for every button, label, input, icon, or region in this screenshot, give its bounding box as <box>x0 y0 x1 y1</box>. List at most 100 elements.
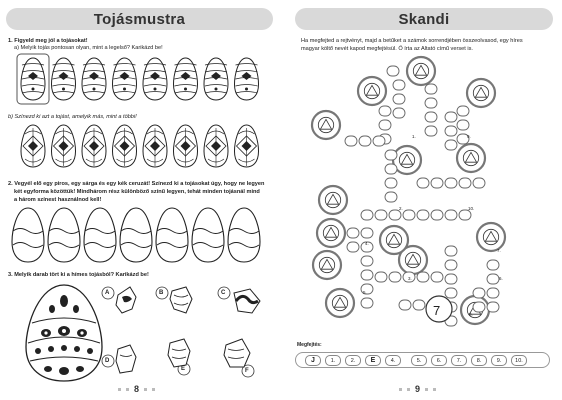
picture-clue <box>397 244 429 276</box>
answer-cell-4[interactable]: E <box>365 355 381 366</box>
option-f-label: F <box>245 368 249 374</box>
plain-egg <box>155 207 189 263</box>
answer-bubble <box>486 287 500 299</box>
answer-cell-11[interactable]: 10. <box>511 355 527 366</box>
answer-bubble <box>456 119 470 131</box>
answer-bubble <box>398 299 412 311</box>
answer-cell-1[interactable]: J <box>305 355 321 366</box>
picture-clue <box>311 249 343 281</box>
patterned-egg <box>20 124 46 168</box>
decorated-egg <box>81 57 107 101</box>
answer-strip <box>295 352 550 368</box>
intro-line1: Ha megfejted a rejtvényt, majd a betűket… <box>301 38 523 44</box>
picture-clue <box>356 75 388 107</box>
left-page: Tojásmustra 1. Figyeld meg jól a tojások… <box>6 8 273 394</box>
option-c-label: C <box>221 290 226 296</box>
board-number-8: 8. <box>469 312 473 317</box>
answer-bubble <box>444 273 458 285</box>
picture-clue <box>315 217 347 249</box>
task1-intro: 1. Figyeld meg jól a tojásokat! <box>8 38 88 44</box>
answer-cell-6[interactable]: 5. <box>411 355 427 366</box>
big-number-cell: 7 <box>433 303 441 318</box>
answer-bubble <box>360 209 374 221</box>
answer-cell-3[interactable]: 2. <box>345 355 361 366</box>
patterned-egg <box>203 124 229 168</box>
answer-bubble <box>378 105 392 117</box>
board-number-2: 2. <box>399 206 403 211</box>
answer-bubble <box>486 273 500 285</box>
option-d-label: D <box>105 358 110 364</box>
board-number-4: 4. <box>365 241 369 246</box>
answer-cell-8[interactable]: 7. <box>451 355 467 366</box>
answer-bubble <box>430 177 444 189</box>
fragment-pieces <box>101 286 261 378</box>
answer-bubble <box>472 301 486 313</box>
decorated-egg <box>20 57 46 101</box>
answer-bubble <box>374 209 388 221</box>
answer-cell-10[interactable]: 9. <box>491 355 507 366</box>
decorated-egg <box>50 57 77 101</box>
answer-bubble <box>388 209 402 221</box>
picture-clue <box>324 287 356 319</box>
answer-bubble <box>386 65 400 77</box>
big-number-circle <box>425 295 453 323</box>
option-f-circle <box>241 364 255 378</box>
picture-clue <box>405 55 437 87</box>
egg-row-b <box>20 124 260 168</box>
answer-bubble <box>360 297 374 309</box>
answer-cell-7[interactable]: 6. <box>431 355 447 366</box>
task3-instruction: 3. Melyik darab tört ki a hímes tojásból… <box>8 272 149 278</box>
answer-cell-2[interactable]: 1. <box>325 355 341 366</box>
plain-egg <box>47 207 81 263</box>
patterned-egg <box>111 124 138 168</box>
answer-bubble <box>416 271 430 283</box>
picture-clue <box>317 184 349 216</box>
answer-bubble <box>458 177 472 189</box>
task2-line3: a három színest használnod kell! <box>14 197 102 203</box>
answer-bubble <box>444 177 458 189</box>
answer-bubble <box>360 269 374 281</box>
answer-bubble <box>392 93 406 105</box>
option-c-circle <box>217 286 231 300</box>
answer-bubble <box>412 299 426 311</box>
answer-bubble <box>472 177 486 189</box>
answer-bubble <box>444 287 458 299</box>
picture-clue <box>455 142 487 174</box>
board-number-9: 9. <box>467 134 471 139</box>
board-number-6: 6. <box>499 276 503 281</box>
plain-egg <box>83 207 117 263</box>
right-page: Skandi Ha megfejted a rejtvényt, majd a … <box>281 0 562 400</box>
answer-bubble <box>392 107 406 119</box>
answer-cell-5[interactable]: 4. <box>385 355 401 366</box>
task2-line2: két egyforma közöttük! Mindhárom rész kü… <box>14 189 260 195</box>
answer-bubble <box>444 125 458 137</box>
board-number-1: 1. <box>412 134 416 139</box>
decorated-egg <box>233 57 260 101</box>
answer-bubble <box>444 209 458 221</box>
picture-clue <box>310 109 342 141</box>
plain-egg <box>191 207 225 263</box>
egg-row-plain <box>11 207 261 263</box>
answer-bubble <box>456 133 470 145</box>
board-number-5: 5. <box>363 290 367 295</box>
patterned-egg <box>50 124 77 168</box>
left-page-number-text: 8 <box>134 384 140 394</box>
answer-bubble <box>430 271 444 283</box>
patterned-egg <box>81 124 107 168</box>
right-page-number-text: 9 <box>415 384 421 394</box>
answer-bubble <box>402 209 416 221</box>
answer-bubble <box>360 227 374 239</box>
picture-clue <box>475 221 507 253</box>
answer-bubble <box>360 241 374 253</box>
answer-bubble <box>392 79 406 91</box>
answer-cell-9[interactable]: 8. <box>471 355 487 366</box>
picture-clue <box>465 77 497 109</box>
answer-bubble <box>346 227 360 239</box>
left-page-number: 8 <box>118 384 156 394</box>
patterned-egg <box>142 124 168 168</box>
answer-bubble <box>424 83 438 95</box>
patterned-egg-illustration <box>25 284 103 382</box>
answer-bubble <box>384 177 398 189</box>
answer-bubble <box>444 111 458 123</box>
option-d-circle <box>101 354 115 368</box>
